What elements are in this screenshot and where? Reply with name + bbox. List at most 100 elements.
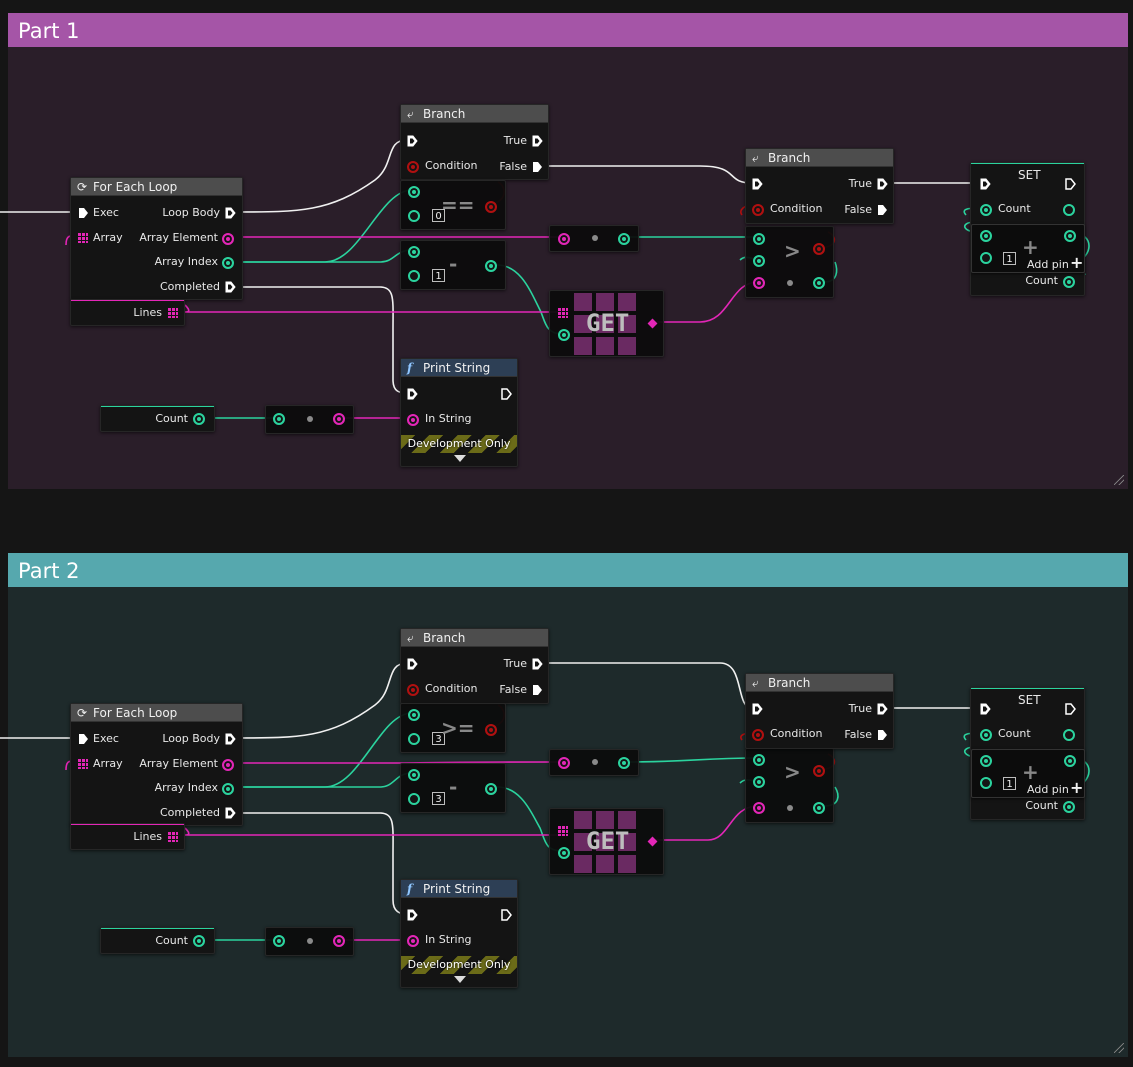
count-pin[interactable] bbox=[193, 935, 205, 947]
exec-out-pin[interactable] bbox=[501, 909, 512, 921]
index-pin[interactable] bbox=[558, 329, 570, 341]
node-header[interactable]: ⟳For Each Loop bbox=[71, 704, 242, 722]
value-box[interactable]: 1 bbox=[1003, 777, 1016, 790]
compare-node[interactable]: 3 >= bbox=[400, 703, 506, 753]
true-pin[interactable] bbox=[532, 135, 543, 147]
input-a-pin[interactable] bbox=[980, 755, 992, 767]
count-in-pin[interactable] bbox=[980, 204, 992, 216]
input-b-pin[interactable] bbox=[408, 793, 420, 805]
in-string-pin[interactable] bbox=[407, 935, 419, 947]
array-element-pin[interactable] bbox=[222, 233, 234, 245]
false-pin[interactable] bbox=[877, 729, 888, 741]
branch-node[interactable]: ⤶Branch True Condition False bbox=[400, 628, 549, 704]
branch-node[interactable]: ⤶Branch True Condition False bbox=[400, 104, 549, 180]
array-pin-icon[interactable] bbox=[558, 826, 568, 836]
input-b-pin[interactable] bbox=[408, 270, 420, 282]
value-box[interactable]: 3 bbox=[432, 792, 445, 805]
conversion-node[interactable] bbox=[549, 225, 639, 252]
array-pin-icon[interactable] bbox=[78, 759, 88, 769]
array-index-pin[interactable] bbox=[222, 783, 234, 795]
condition-pin[interactable] bbox=[407, 684, 419, 696]
resize-handle-icon[interactable] bbox=[1114, 1043, 1124, 1053]
result-pin[interactable] bbox=[485, 260, 497, 272]
node-header[interactable]: ⤶Branch bbox=[746, 149, 893, 167]
count-variable-node[interactable]: Count bbox=[100, 927, 215, 954]
chevron-down-icon[interactable] bbox=[454, 455, 466, 462]
exec-in-pin[interactable] bbox=[78, 733, 89, 745]
exec-in-pin[interactable] bbox=[407, 909, 418, 921]
plus-icon[interactable]: + bbox=[1070, 778, 1084, 797]
conversion-out-pin[interactable] bbox=[813, 802, 825, 814]
result-pin[interactable] bbox=[485, 783, 497, 795]
input-pin[interactable] bbox=[558, 757, 570, 769]
input-a-pin[interactable] bbox=[408, 709, 420, 721]
input-pin[interactable] bbox=[273, 413, 285, 425]
add-pin-label[interactable]: Add pin bbox=[1027, 783, 1069, 796]
node-header[interactable]: ⟳For Each Loop bbox=[71, 178, 242, 196]
false-pin[interactable] bbox=[877, 204, 888, 216]
count-result-pin[interactable] bbox=[1063, 801, 1075, 813]
input-pin[interactable] bbox=[273, 935, 285, 947]
output-pin[interactable] bbox=[333, 413, 345, 425]
input-b-pin[interactable] bbox=[980, 252, 992, 264]
output-pin[interactable] bbox=[647, 836, 658, 847]
subtract-node[interactable]: 1 - bbox=[400, 240, 506, 290]
count-result-pin[interactable] bbox=[1063, 276, 1075, 288]
input-b-pin[interactable] bbox=[753, 776, 765, 788]
array-pin-icon[interactable] bbox=[168, 832, 178, 842]
input-b-pin[interactable] bbox=[753, 255, 765, 267]
for-each-loop-node[interactable]: ⟳For Each Loop Exec Loop Body Array Arra… bbox=[70, 703, 243, 826]
result-pin[interactable] bbox=[1064, 755, 1076, 767]
set-node[interactable]: SET Count 1 + Add pin + Count bbox=[970, 687, 1085, 820]
exec-out-pin[interactable] bbox=[501, 388, 512, 400]
true-pin[interactable] bbox=[877, 703, 888, 715]
input-b-pin[interactable] bbox=[980, 777, 992, 789]
output-pin[interactable] bbox=[333, 935, 345, 947]
node-header[interactable]: ⤶Branch bbox=[746, 674, 893, 692]
false-pin[interactable] bbox=[532, 684, 543, 696]
exec-in-pin[interactable] bbox=[980, 178, 991, 190]
branch-node[interactable]: ⤶Branch True Condition False bbox=[745, 148, 894, 224]
exec-in-pin[interactable] bbox=[407, 388, 418, 400]
conversion-in-pin[interactable] bbox=[753, 802, 765, 814]
node-header[interactable]: ⤶Branch bbox=[401, 105, 548, 123]
loop-body-pin[interactable] bbox=[225, 733, 236, 745]
conversion-node[interactable] bbox=[265, 405, 354, 434]
array-element-pin[interactable] bbox=[222, 759, 234, 771]
branch-node[interactable]: ⤶Branch True Condition False bbox=[745, 673, 894, 749]
condition-pin[interactable] bbox=[752, 204, 764, 216]
result-pin[interactable] bbox=[485, 724, 497, 736]
condition-pin[interactable] bbox=[407, 161, 419, 173]
value-box[interactable]: 0 bbox=[432, 209, 445, 222]
greater-node[interactable]: > bbox=[745, 226, 834, 298]
for-each-loop-node[interactable]: ⟳For Each Loop Exec Loop Body Array Arra… bbox=[70, 177, 243, 300]
count-variable-node[interactable]: Count bbox=[100, 405, 215, 432]
loop-body-pin[interactable] bbox=[225, 207, 236, 219]
add-node[interactable]: 1 + Add pin + bbox=[971, 224, 1085, 273]
input-b-pin[interactable] bbox=[408, 733, 420, 745]
count-out-pin[interactable] bbox=[1063, 729, 1075, 741]
exec-in-pin[interactable] bbox=[980, 703, 991, 715]
exec-out-pin[interactable] bbox=[1065, 703, 1076, 715]
input-a-pin[interactable] bbox=[980, 230, 992, 242]
completed-pin[interactable] bbox=[225, 807, 236, 819]
input-a-pin[interactable] bbox=[408, 246, 420, 258]
value-box[interactable]: 3 bbox=[432, 732, 445, 745]
comment-header[interactable]: Part 2 bbox=[8, 553, 1128, 587]
count-out-pin[interactable] bbox=[1063, 204, 1075, 216]
result-pin[interactable] bbox=[813, 243, 825, 255]
greater-node[interactable]: > bbox=[745, 748, 834, 823]
array-index-pin[interactable] bbox=[222, 257, 234, 269]
resize-handle-icon[interactable] bbox=[1114, 475, 1124, 485]
plus-icon[interactable]: + bbox=[1070, 253, 1084, 272]
exec-in-pin[interactable] bbox=[752, 178, 763, 190]
conversion-out-pin[interactable] bbox=[813, 277, 825, 289]
array-pin-icon[interactable] bbox=[78, 233, 88, 243]
node-header[interactable]: ⤶Branch bbox=[401, 629, 548, 647]
result-pin[interactable] bbox=[1064, 230, 1076, 242]
set-node[interactable]: SET Count 1 + Add pin + Count bbox=[970, 162, 1085, 296]
output-pin[interactable] bbox=[618, 757, 630, 769]
conversion-node[interactable] bbox=[265, 927, 354, 956]
